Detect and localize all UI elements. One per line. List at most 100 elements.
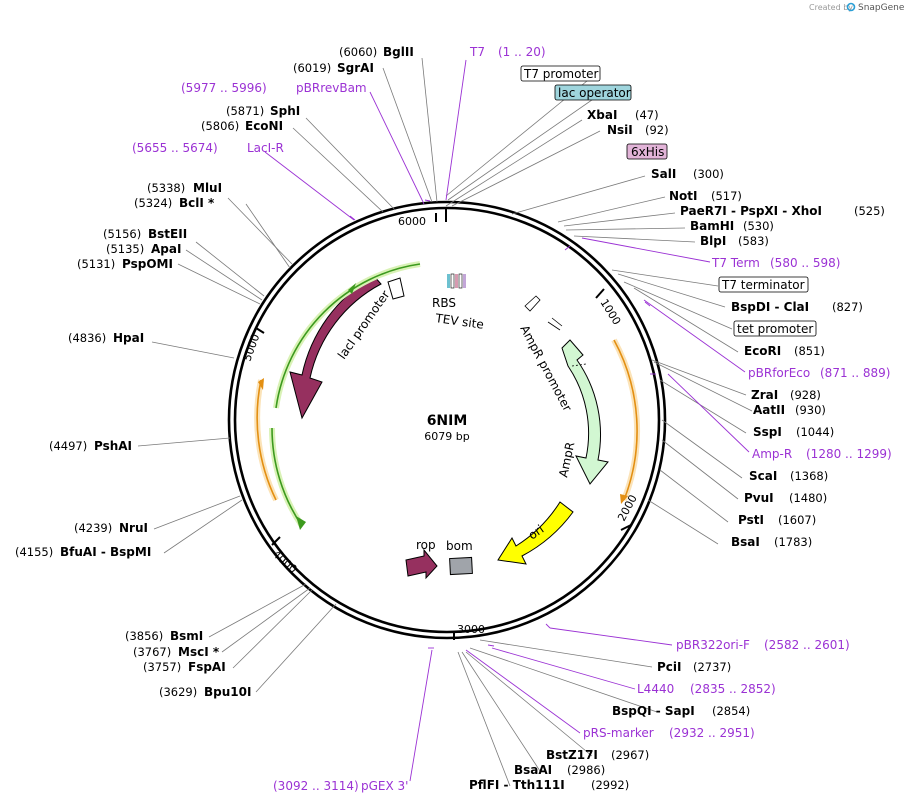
green-arc-glow-bottom (269, 427, 305, 528)
enzyme-name-bamHI: BamHI (690, 219, 734, 233)
primer-name-pbrrevbam[interactable]: pBRrevBam (296, 81, 367, 95)
enzyme-pos-apaI: (5135) (106, 242, 144, 256)
ori-arrow (497, 501, 574, 565)
enzyme-name-ecoNI: EcoNI (245, 119, 283, 133)
enzyme-pos-zraI: (928) (790, 388, 821, 402)
tick-label-1000: 1000 (597, 297, 623, 328)
enzyme-pos-bsaAI: (2986) (567, 763, 605, 777)
green-arrowhead-bottom (296, 516, 306, 530)
feature-label-tet-promoter: tet promoter (737, 322, 813, 336)
ampR-arrow (561, 339, 609, 485)
primer-name-laci-r[interactable]: LacI-R (247, 141, 284, 155)
tick-label-5000: 5000 (241, 332, 263, 363)
feature-label-bom: bom (446, 539, 473, 553)
primer-name-t7-term[interactable]: T7 Term (711, 256, 760, 270)
enzyme-pos-bstZ17I: (2967) (611, 748, 649, 762)
enzyme-name-pshAI: PshAI (94, 439, 132, 453)
primer-range-pbrrevbam: (5977 .. 5996) (181, 81, 267, 95)
feature-label-t7-promoter: T7 promoter (523, 67, 599, 81)
primer-range-prs-marker: (2932 .. 2951) (669, 726, 755, 740)
feature-box-t7-promoter (520, 65, 601, 82)
enzyme-name-scaI: ScaI (749, 469, 777, 483)
enzyme-name-nruI: NruI (119, 521, 148, 535)
tick-label-6000: 6000 (398, 215, 426, 228)
enzyme-pos-fspAI: (3757) (143, 660, 181, 674)
enzyme-name-sspI: SspI (753, 425, 782, 439)
enzyme-pos-bpu10I: (3629) (159, 685, 197, 699)
primer-range-l4440: (2835 .. 2852) (690, 682, 776, 696)
enzyme-pos-sspI: (1044) (796, 425, 834, 439)
enzyme-pos-mluI: (5338) (147, 181, 185, 195)
primer-name-pbr322ori-f[interactable]: pBR322ori-F (676, 638, 750, 652)
plasmid-name: 6NIM (427, 413, 468, 429)
enzyme-pos-bstEII: (5156) (103, 227, 141, 241)
enzyme-pos-pspOMI: (5131) (77, 257, 115, 271)
enzyme-name-bsmI: BsmI (170, 629, 203, 643)
enzyme-pos-pvuI: (1480) (789, 491, 827, 505)
enzyme-name-notI: NotI (669, 189, 698, 203)
enzyme-name-bsaI: BsaI (731, 535, 760, 549)
enzyme-pos-aatII: (930) (795, 403, 826, 417)
snapgene-logo-icon (846, 2, 856, 12)
enzyme-pos-ecoNI: (5806) (201, 119, 239, 133)
enzyme-pos-bsmI: (3856) (125, 629, 163, 643)
enzyme-name-pstI: PstI (738, 513, 764, 527)
feature-label-rbs: RBS (432, 296, 456, 310)
enzyme-name-bstZ17I: BstZ17I (546, 748, 598, 762)
enzyme-name-xbaI: XbaI (587, 108, 617, 122)
primer-range-pgex-3: (3092 .. 3114) (273, 779, 359, 793)
primer-name-l4440[interactable]: L4440 (637, 682, 674, 696)
enzyme-name-sgrAI: SgrAI (337, 61, 374, 75)
credit-created-by: Created by (809, 3, 853, 12)
primer-name-prs-marker[interactable]: pRS-marker (583, 726, 654, 740)
enzyme-pos-pciI: (2737) (693, 660, 731, 674)
enzyme-name-bstEII: BstEII (148, 227, 187, 241)
orange-arc-left (256, 379, 277, 501)
tick-label-3000: 3000 (457, 623, 485, 636)
feature-label-ampR: AmpR (556, 441, 577, 479)
green-arc-top (275, 263, 421, 409)
enzyme-pos-scaI: (1368) (790, 469, 828, 483)
primer-range-amp-r: (1280 .. 1299) (806, 447, 892, 461)
primer-leader-lines (264, 59, 750, 782)
primer-name-t7[interactable]: T7 (469, 45, 485, 59)
primer-name-pbrforeco[interactable]: pBRforEco (748, 366, 810, 380)
primer-range-pbr322ori-f: (2582 .. 2601) (764, 638, 850, 652)
feature-label-tev: TEV site (434, 311, 485, 332)
enzyme-pos-sgrAI: (6019) (293, 61, 331, 75)
enzyme-name-bglII: BglII (383, 45, 414, 59)
enzyme-pos-bamHI: (530) (743, 219, 774, 233)
lacI-promoter-arrow (387, 277, 405, 300)
feature-label-lac-operator: lac operator (558, 86, 631, 100)
enzyme-name-xhoI: PaeR7I - PspXI - XhoI (680, 204, 822, 218)
primer-range-t7-term: (580 .. 598) (770, 256, 840, 270)
enzyme-name-pciI: PciI (657, 660, 682, 674)
enzyme-name-pspOMI: PspOMI (122, 257, 173, 271)
enzyme-name-aatII: AatII (753, 403, 785, 417)
enzyme-name-fspAI: FspAI (188, 660, 226, 674)
enzyme-name-ecoRI: EcoRI (744, 344, 781, 358)
enzyme-pos-bfuAI: (4155) (15, 545, 53, 559)
enzyme-name-bpu10I: Bpu10I (204, 685, 251, 699)
enzyme-name-claI: BspDI - ClaI (731, 300, 809, 314)
leader-lines (137, 57, 753, 787)
enzyme-pos-ecoRI: (851) (794, 344, 825, 358)
enzyme-pos-hpaI: (4836) (68, 331, 106, 345)
enzyme-name-blpI: BlpI (700, 234, 726, 248)
enzyme-name-sapI: BspQI - SapI (612, 704, 695, 718)
enzyme-pos-blpI: (583) (738, 234, 769, 248)
enzyme-name-mscI: MscI * (178, 645, 220, 659)
enzyme-name-bfuAI: BfuAI - BspMI (60, 545, 151, 559)
enzyme-name-sphI: SphI (270, 104, 300, 118)
primer-name-pgex-3[interactable]: pGEX 3' (361, 779, 408, 793)
feature-box-t7-terminator (718, 276, 809, 293)
enzyme-pos-xhoI: (525) (854, 204, 885, 218)
enzyme-pos-tth111I: (2992) (591, 778, 629, 792)
lacI-arrow (289, 275, 382, 420)
enzyme-pos-xbaI: (47) (635, 108, 659, 122)
enzyme-name-tth111I: PflFI - Tth111I (469, 778, 565, 792)
enzyme-pos-claI: (827) (832, 300, 863, 314)
rbs-tev-marks (447, 273, 466, 289)
primer-name-amp-r[interactable]: Amp-R (752, 447, 792, 461)
